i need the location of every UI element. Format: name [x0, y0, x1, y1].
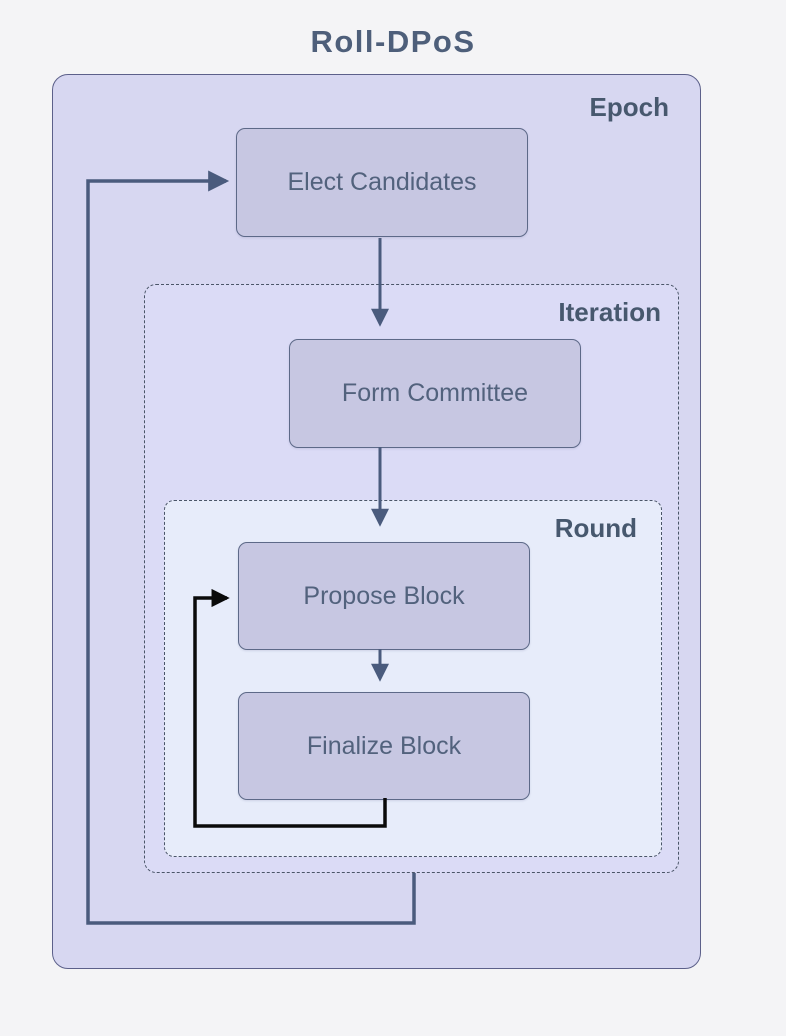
round-label: Round: [554, 513, 637, 543]
diagram-title: Roll-DPoS: [310, 24, 476, 59]
node-form-committee: Form Committee: [289, 339, 581, 448]
iteration-label: Iteration: [558, 297, 661, 327]
iteration-container: Iteration Form Committee Round Propose B…: [144, 284, 679, 873]
node-propose-block: Propose Block: [238, 542, 530, 650]
node-finalize-block: Finalize Block: [238, 692, 530, 800]
node-elect-candidates: Elect Candidates: [236, 128, 528, 237]
epoch-container: Epoch Elect Candidates Iteration Form Co…: [52, 74, 701, 969]
round-container: Round Propose Block Finalize Block: [164, 500, 662, 857]
epoch-label: Epoch: [589, 92, 669, 122]
